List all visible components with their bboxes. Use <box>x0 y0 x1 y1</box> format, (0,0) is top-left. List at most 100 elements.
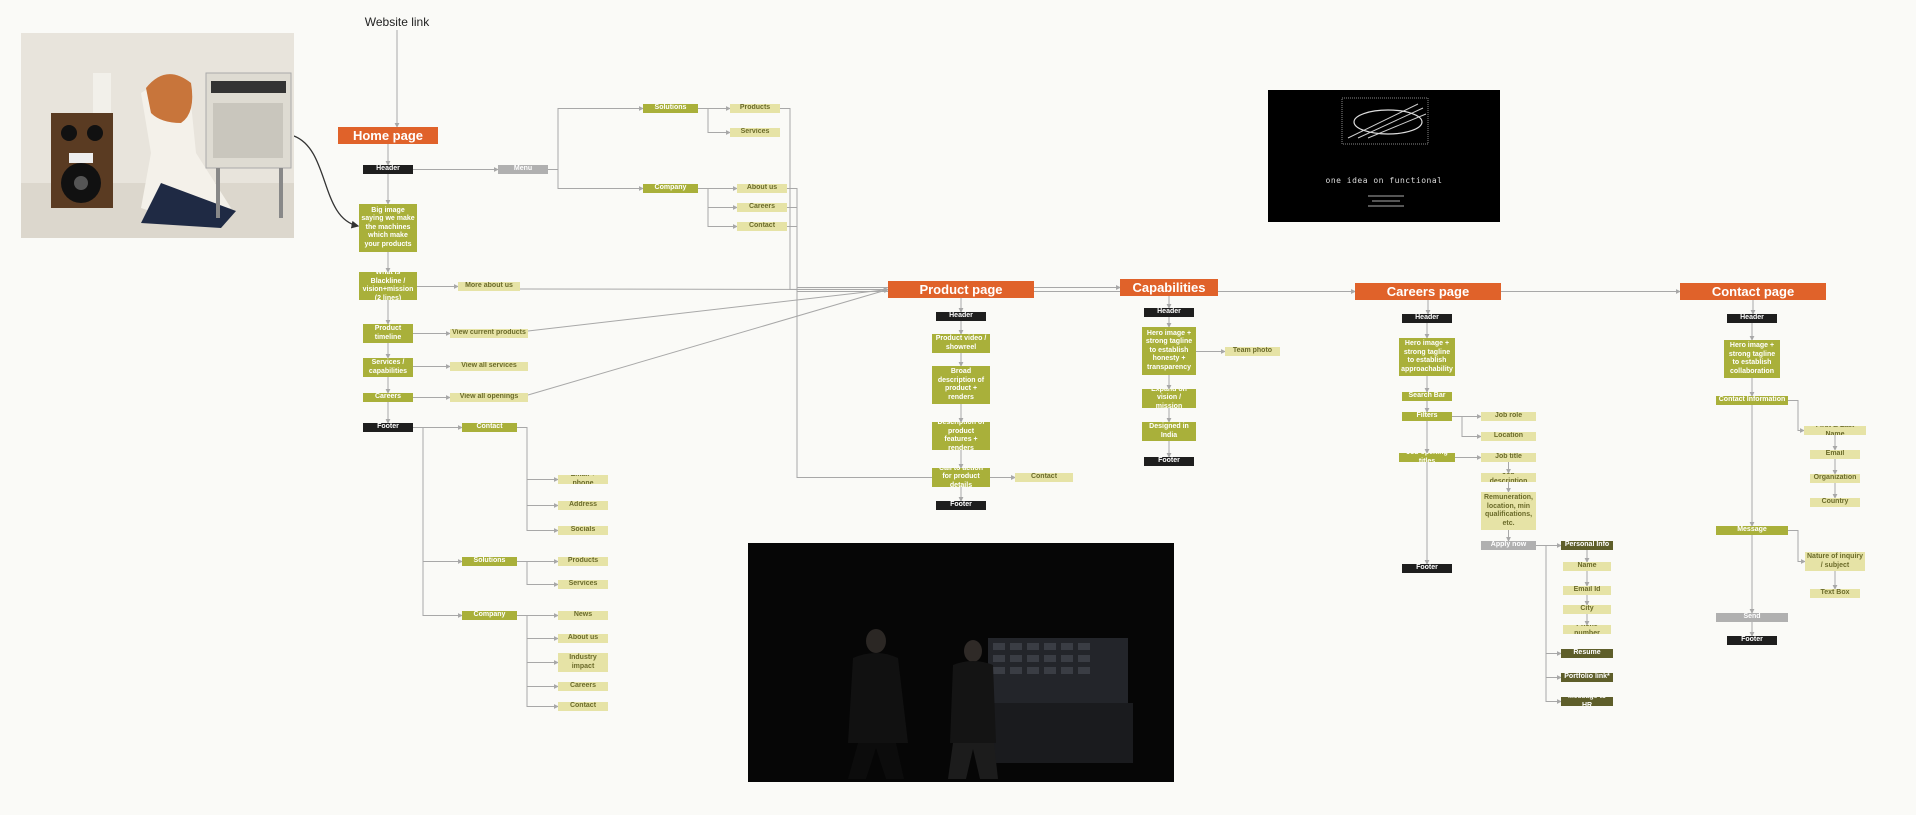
node-c-exp[interactable]: Expand on vision / mission <box>1142 389 1196 408</box>
node-f-comp[interactable]: Company <box>462 611 517 620</box>
band-video[interactable] <box>748 543 1174 782</box>
node-k-filters[interactable]: Filters <box>1402 412 1452 421</box>
node-k-titles[interactable]: Job opening titles <box>1399 453 1455 462</box>
node-t-foot[interactable]: Footer <box>1727 636 1777 645</box>
node-p-cta[interactable]: Call to action for product details <box>932 468 990 487</box>
node-t-msg[interactable]: Message <box>1716 526 1788 535</box>
node-k-jdesc[interactable]: Job description <box>1481 473 1536 482</box>
node-k-hero[interactable]: Hero image + strong tagline to establish… <box>1399 338 1455 376</box>
node-f-sol-prod[interactable]: Products <box>558 557 608 566</box>
edge-h-foot-to-f-comp <box>413 427 463 618</box>
node-careers[interactable]: Careers page <box>1355 283 1501 300</box>
node-h-foot[interactable]: Footer <box>363 423 413 432</box>
edge-h-menu-to-m-comp <box>548 169 644 191</box>
node-f-car[interactable]: Careers <box>558 682 608 691</box>
node-p-foot[interactable]: Footer <box>936 501 986 510</box>
node-t-org[interactable]: Organization <box>1810 474 1860 483</box>
node-h-vao[interactable]: View all openings <box>450 393 528 402</box>
node-cap[interactable]: Capabilities <box>1120 279 1218 296</box>
node-m-sol-serv[interactable]: Services <box>730 128 780 137</box>
node-h-more[interactable]: More about us <box>458 282 520 291</box>
node-f-addr[interactable]: Address <box>558 501 608 510</box>
node-k-rem[interactable]: Remuneration, location, min qualificatio… <box>1481 492 1536 530</box>
node-t-send[interactable]: Send <box>1716 613 1788 622</box>
node-c-foot[interactable]: Footer <box>1144 457 1194 466</box>
node-t-info[interactable]: Contact Information <box>1716 396 1788 405</box>
node-c-header[interactable]: Header <box>1144 308 1194 317</box>
node-website[interactable]: Website link <box>364 14 430 29</box>
node-c-des[interactable]: Designed in India <box>1142 422 1196 441</box>
node-h-vas[interactable]: View all services <box>450 362 528 371</box>
node-f-email[interactable]: Email + phone <box>558 475 608 484</box>
edge-h-vao-to-prod <box>527 288 889 396</box>
node-h-tl[interactable]: Product timeline <box>363 324 413 343</box>
node-m-comp[interactable]: Company <box>643 184 698 193</box>
video-icon <box>748 543 1174 782</box>
node-t-nature[interactable]: Nature of inquiry / subject <box>1805 552 1865 571</box>
node-t-textbox[interactable]: Text Box <box>1810 589 1860 598</box>
node-f-ind[interactable]: Industry impact <box>558 653 608 672</box>
node-f-news[interactable]: News <box>558 611 608 620</box>
node-a-phone[interactable]: Phone number <box>1563 625 1611 634</box>
edge-f-con-to-f-soc <box>517 427 559 533</box>
node-f-con[interactable]: Contact <box>462 423 517 432</box>
node-m-comp-con[interactable]: Contact <box>737 222 787 231</box>
node-h-car[interactable]: Careers <box>363 393 413 402</box>
node-k-jtitle[interactable]: Job title <box>1481 453 1536 462</box>
node-p-contact[interactable]: Contact <box>1015 473 1073 482</box>
node-a-msg[interactable]: Message to HR <box>1561 697 1613 706</box>
node-a-email[interactable]: Email Id <box>1563 586 1611 595</box>
node-m-comp-about[interactable]: About us <box>737 184 787 193</box>
edge-h-menu-to-m-sol <box>548 106 644 170</box>
node-k-header[interactable]: Header <box>1402 314 1452 323</box>
node-p-desc[interactable]: Description of product features + render… <box>932 422 990 450</box>
edge-m-comp-to-m-comp-con <box>698 188 738 229</box>
logo-video[interactable]: one idea on functional <box>1268 90 1500 222</box>
node-h-header[interactable]: Header <box>363 165 413 174</box>
node-c-hero[interactable]: Hero image + strong tagline to establish… <box>1142 327 1196 375</box>
node-h-big[interactable]: Big image saying we make the machines wh… <box>359 204 417 252</box>
node-f-about[interactable]: About us <box>558 634 608 643</box>
node-m-comp-car[interactable]: Careers <box>737 203 787 212</box>
edge-f-con-to-f-addr <box>517 427 559 508</box>
node-h-vcp[interactable]: View current products <box>450 329 528 338</box>
node-k-loc[interactable]: Location <box>1481 432 1536 441</box>
node-c-team[interactable]: Team photo <box>1225 347 1280 356</box>
node-t-header[interactable]: Header <box>1727 314 1777 323</box>
node-a-city[interactable]: City <box>1563 605 1611 614</box>
edge-f-comp-to-f-car <box>517 615 559 689</box>
node-a-pinfo[interactable]: Personal Info <box>1561 541 1613 550</box>
logo-video-caption: one idea on functional <box>1325 176 1443 185</box>
node-t-country[interactable]: Country <box>1810 498 1860 507</box>
node-home[interactable]: Home page <box>338 127 438 144</box>
node-k-apply[interactable]: Apply now <box>1481 541 1536 550</box>
node-t-hero[interactable]: Hero image + strong tagline to establish… <box>1724 340 1780 378</box>
node-a-resume[interactable]: Resume <box>1561 649 1613 658</box>
node-t-email[interactable]: Email <box>1810 450 1860 459</box>
node-a-name[interactable]: Name <box>1563 562 1611 571</box>
node-f-soc[interactable]: Socials <box>558 526 608 535</box>
node-k-search[interactable]: Search Bar <box>1402 392 1452 401</box>
node-p-broad[interactable]: Broad description of product + renders <box>932 366 990 404</box>
edge-k-filters-to-k-loc <box>1452 416 1482 439</box>
node-f-cont[interactable]: Contact <box>558 702 608 711</box>
node-h-svc[interactable]: Services / capabilities <box>363 358 413 377</box>
node-p-header[interactable]: Header <box>936 312 986 321</box>
node-a-port[interactable]: Portfolio link* <box>1561 673 1613 682</box>
node-t-fln[interactable]: First & Last Name <box>1804 426 1866 435</box>
node-f-sol[interactable]: Solutions <box>462 557 517 566</box>
edge-t-msg-to-t-nature <box>1788 530 1806 564</box>
edge-f-con-to-f-email <box>517 427 559 482</box>
node-f-sol-serv[interactable]: Services <box>558 580 608 589</box>
node-h-what[interactable]: What is Blackline / vision+mission (2 li… <box>359 272 417 300</box>
photo-icon <box>21 33 294 238</box>
node-p-video[interactable]: Product video / showreel <box>932 334 990 353</box>
node-m-sol-prod[interactable]: Products <box>730 104 780 113</box>
node-m-sol[interactable]: Solutions <box>643 104 698 113</box>
node-contactp[interactable]: Contact page <box>1680 283 1826 300</box>
node-h-menu[interactable]: Menu <box>498 165 548 174</box>
node-k-foot[interactable]: Footer <box>1402 564 1452 573</box>
edge-t-info-to-t-fln <box>1788 400 1805 433</box>
node-k-role[interactable]: Job role <box>1481 412 1536 421</box>
node-prod[interactable]: Product page <box>888 281 1034 298</box>
